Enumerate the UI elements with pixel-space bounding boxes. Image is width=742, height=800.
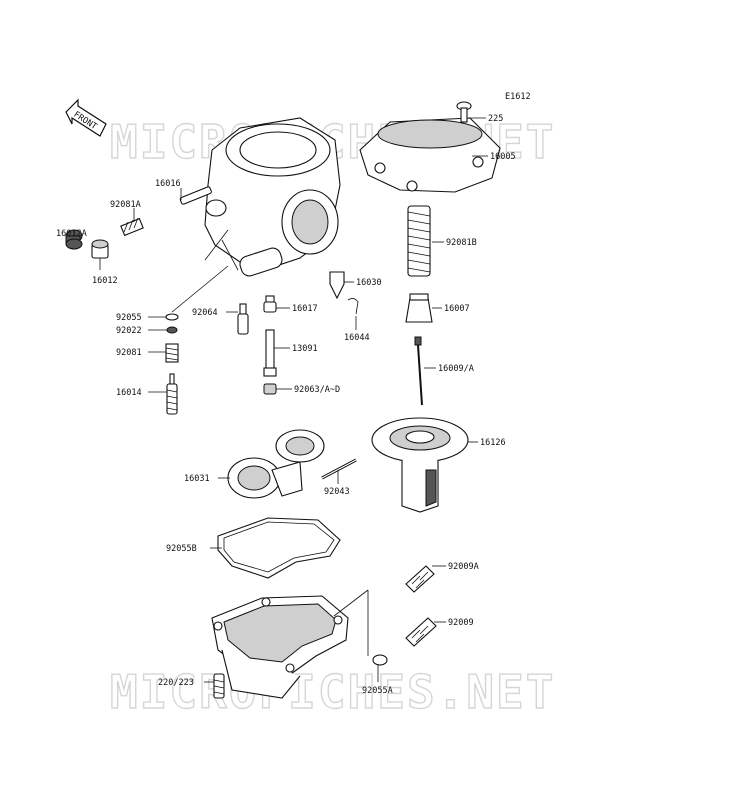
label-92009: 92009 <box>448 618 474 628</box>
jet-needle <box>414 336 423 406</box>
label-16017: 16017 <box>292 304 318 314</box>
oring-92055a <box>372 654 388 666</box>
front-arrow-icon: FRONT <box>65 98 107 137</box>
label-92043: 92043 <box>324 487 350 497</box>
label-16030: 16030 <box>356 278 382 288</box>
label-92064: 92064 <box>192 308 218 318</box>
label-16005: 16005 <box>490 152 516 162</box>
bowl-screw-220 <box>213 673 225 699</box>
spring-92081b <box>407 205 431 277</box>
screw-92009 <box>405 617 437 647</box>
label-92081: 92081 <box>116 348 142 358</box>
plunger-16016 <box>179 186 212 205</box>
leader-lines <box>73 117 488 683</box>
label-92009a: 92009A <box>448 562 479 572</box>
main-jet-92063 <box>263 383 277 395</box>
label-225: 225 <box>488 114 503 124</box>
float-16031 <box>227 429 325 499</box>
label-92063ad: 92063/A~D <box>294 385 340 395</box>
label-220-223: 220/223 <box>158 678 194 688</box>
label-16014: 16014 <box>116 388 142 398</box>
needle-jet-13091 <box>263 329 277 377</box>
label-16126: 16126 <box>480 438 506 448</box>
label-16009a: 16009/A <box>438 364 474 374</box>
label-16007: 16007 <box>444 304 470 314</box>
watermark-bottom: MICROFICHES.NET <box>110 665 555 719</box>
label-16031: 16031 <box>184 474 210 484</box>
float-valve-needle <box>329 271 345 300</box>
spring-92081 <box>165 343 179 363</box>
label-16016: 16016 <box>155 179 181 189</box>
diagram-code: E1612 <box>505 92 531 102</box>
label-16012a: 16012A <box>56 229 87 239</box>
spring-92081a <box>120 217 144 237</box>
label-92055a: 92055A <box>362 686 393 696</box>
vacuum-piston <box>371 417 469 513</box>
gasket-92055b <box>217 517 341 579</box>
label-92022: 92022 <box>116 326 142 336</box>
top-cover <box>359 117 501 193</box>
float-valve-clip <box>347 298 359 315</box>
carburetor-body <box>204 117 341 277</box>
jet-16017 <box>263 295 277 313</box>
cover-screw <box>456 101 472 123</box>
label-92055: 92055 <box>116 313 142 323</box>
oring-92055 <box>165 313 179 321</box>
nut-16012 <box>91 239 109 259</box>
float-pin-92043 <box>321 458 357 480</box>
label-92055b: 92055B <box>166 544 197 554</box>
label-92081b: 92081B <box>446 238 477 248</box>
screw-92009a <box>405 565 435 593</box>
label-16012: 16012 <box>92 276 118 286</box>
jet-92064 <box>237 303 249 335</box>
label-13091: 13091 <box>292 344 318 354</box>
needle-holder <box>405 293 433 323</box>
float-bowl <box>211 595 349 699</box>
screw-16014 <box>166 373 178 415</box>
label-92081a: 92081A <box>110 200 141 210</box>
part-labels: 225 16005 16016 92081A 16012A 16012 9208… <box>56 114 516 696</box>
label-16044: 16044 <box>344 333 370 343</box>
washer-92022 <box>166 326 178 334</box>
